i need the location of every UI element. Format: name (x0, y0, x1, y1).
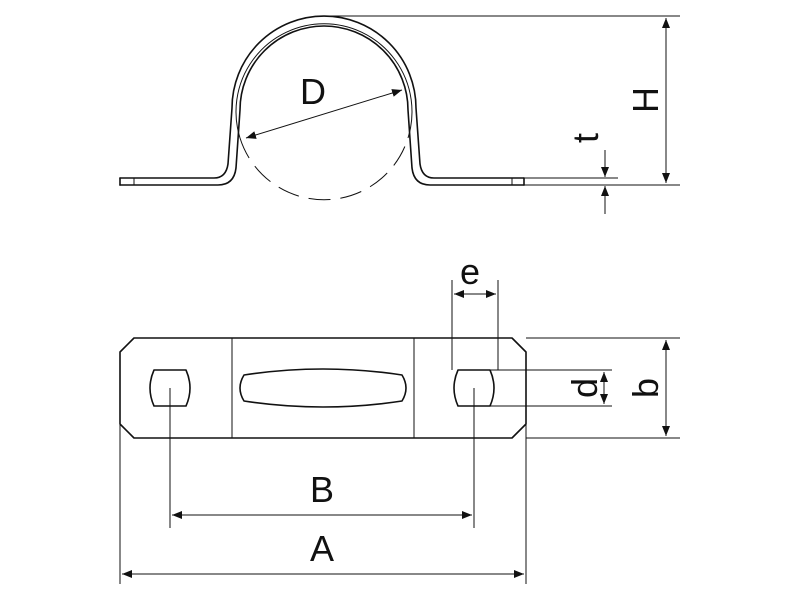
pipe-outline (235, 23, 413, 139)
clamp-strap-inner (119, 25, 525, 186)
label-d: d (564, 378, 605, 398)
label-B: B (310, 469, 334, 510)
plate-outline (119, 337, 527, 439)
side-view: D H t (119, 15, 680, 214)
label-D: D (300, 71, 326, 112)
left-slot-hole (149, 369, 191, 407)
label-e: e (460, 251, 480, 292)
label-A: A (310, 528, 334, 569)
top-view: e d b B A (119, 251, 680, 584)
label-H: H (625, 87, 666, 113)
label-b: b (625, 378, 666, 398)
pipe-hidden-line (239, 137, 409, 201)
center-rib (239, 368, 407, 408)
dimension-D-line (245, 89, 403, 139)
label-t: t (565, 133, 606, 143)
